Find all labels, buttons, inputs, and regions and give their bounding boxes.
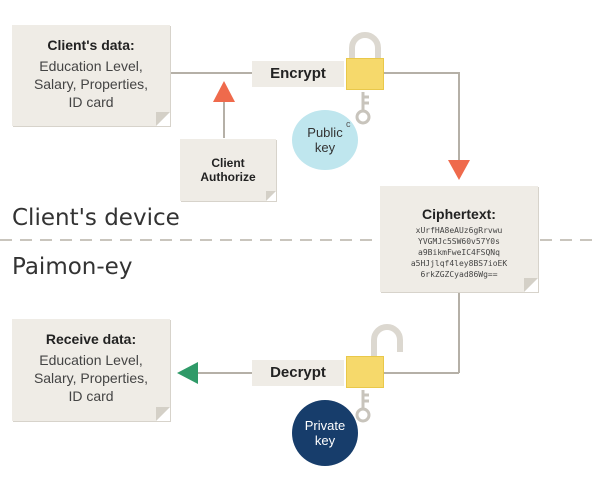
- encrypt-label: Encrypt: [252, 61, 344, 87]
- arrow-left-green: [177, 362, 198, 384]
- ciphertext-line-2: YVGMJc5SW60v57Y0s: [418, 237, 500, 246]
- client-authorize-note: Client Authorize: [180, 139, 276, 201]
- ciphertext-note: Ciphertext: xUrfHA8eAUz6gRrvwu YVGMJc5SW…: [380, 186, 538, 292]
- client-data-note: Client's data: Education Level, Salary, …: [12, 25, 170, 126]
- client-data-title: Client's data:: [47, 37, 135, 53]
- public-key-icon: [355, 92, 371, 125]
- public-key-label-1: Public: [307, 125, 343, 140]
- public-key-mark: c: [346, 119, 351, 129]
- ciphertext-line-4: a5HJjlqf4ley8BS7ioEK: [410, 259, 508, 268]
- ciphertext-line-3: a9BikmFweIC4FSQNq: [418, 248, 500, 257]
- public-key-circle: Public key: [292, 110, 358, 170]
- arrow-down-red: [448, 160, 470, 180]
- decrypt-lock-shackle: [371, 324, 403, 358]
- encrypt-lock-shackle: [349, 32, 381, 60]
- private-key-label-2: key: [314, 433, 336, 448]
- receive-data-note: Receive data: Education Level, Salary, P…: [12, 319, 170, 421]
- private-key-label-1: Private: [304, 418, 346, 433]
- client-data-line-2: Salary, Properties,: [33, 76, 149, 92]
- receive-data-line-3: ID card: [68, 388, 114, 404]
- client-data-line-1: Education Level,: [39, 58, 143, 74]
- decrypt-lock-icon: [346, 356, 384, 388]
- decrypt-label: Decrypt: [252, 360, 344, 386]
- receive-data-line-2: Salary, Properties,: [33, 370, 149, 386]
- receive-data-line-1: Education Level,: [39, 352, 143, 368]
- receive-data-title: Receive data:: [45, 331, 137, 347]
- public-key-label-2: key: [314, 140, 336, 155]
- client-authorize-line-2: Authorize: [200, 170, 256, 184]
- private-key-icon: [355, 390, 371, 423]
- zone-client-device: Client's device: [12, 205, 180, 231]
- client-data-line-3: ID card: [68, 94, 114, 110]
- ciphertext-line-1: xUrfHA8eAUz6gRrvwu: [415, 226, 503, 235]
- zone-paimon-ey: Paimon-ey: [12, 254, 133, 280]
- encrypt-lock-icon: [346, 58, 384, 90]
- private-key-circle: Private key: [292, 400, 358, 466]
- arrow-up-red: [213, 81, 235, 102]
- client-authorize-line-1: Client: [211, 156, 245, 170]
- ciphertext-line-5: 6rkZGZCyad86Wg==: [420, 270, 498, 279]
- ciphertext-title: Ciphertext:: [422, 206, 496, 222]
